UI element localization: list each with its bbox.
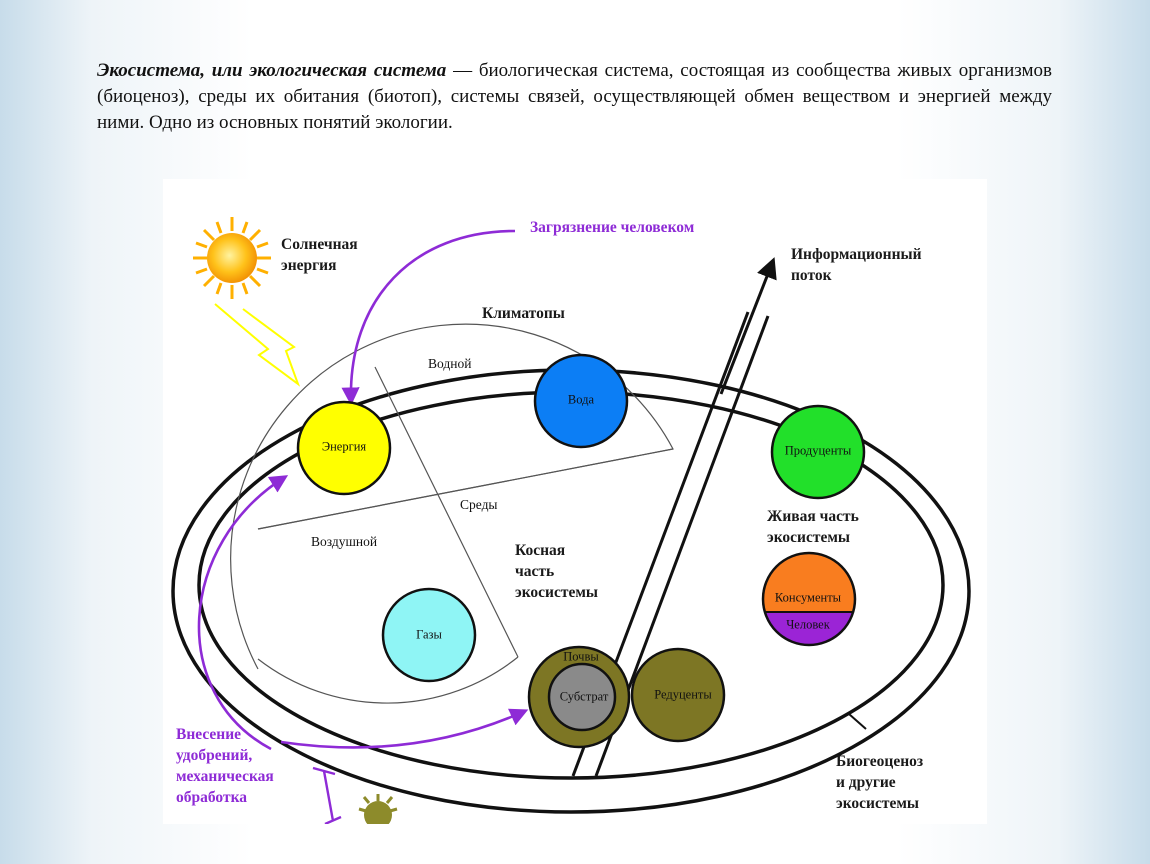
solar-ray-arrow [214,303,301,387]
biogeocenosis-pointer [848,713,867,730]
info-flow-arrow [719,257,777,395]
energy-label: Энергия [321,439,367,454]
water-air-divider [257,366,674,658]
intro-text: — биологическая система, состоящая из со… [97,60,1052,133]
intro-term: Экосистема, или экологическая система [97,60,447,81]
climatopes-label: Климатопы [482,305,565,322]
human-label: Человек [786,617,830,632]
water-circle [533,353,629,449]
lower-boundary [257,656,519,704]
gases-circle [381,587,477,683]
producers-label: Продуценты [784,443,852,458]
reducers-circle [630,647,726,743]
diagram-graphics [171,217,971,824]
sun-icon [193,217,271,299]
substrate-circle [547,662,617,732]
water-label: Вода [567,392,595,407]
energy-circle [296,400,392,496]
pollution-label: Загрязнение человеком [530,219,695,236]
human-impact-bar [312,766,342,824]
water-zone-label: Водной [428,356,472,371]
consumers-label: Консументы [774,590,842,605]
reducers-label: Редуценты [654,687,712,702]
fertilizer-arrow-soil [280,708,529,749]
soil-label: Почвы [563,649,599,664]
environments-label: Среды [460,497,498,512]
gases-label: Газы [416,627,442,642]
intro-paragraph: Экосистема, или экологическая система — … [97,58,1052,136]
producers-circle [770,404,866,500]
pollution-arrow [341,229,516,406]
small-sun-icon [358,794,398,824]
substrate-label: Субстрат [559,689,609,704]
fertilizer-arrow-up [197,475,289,751]
air-zone-label: Воздушной [311,534,378,549]
